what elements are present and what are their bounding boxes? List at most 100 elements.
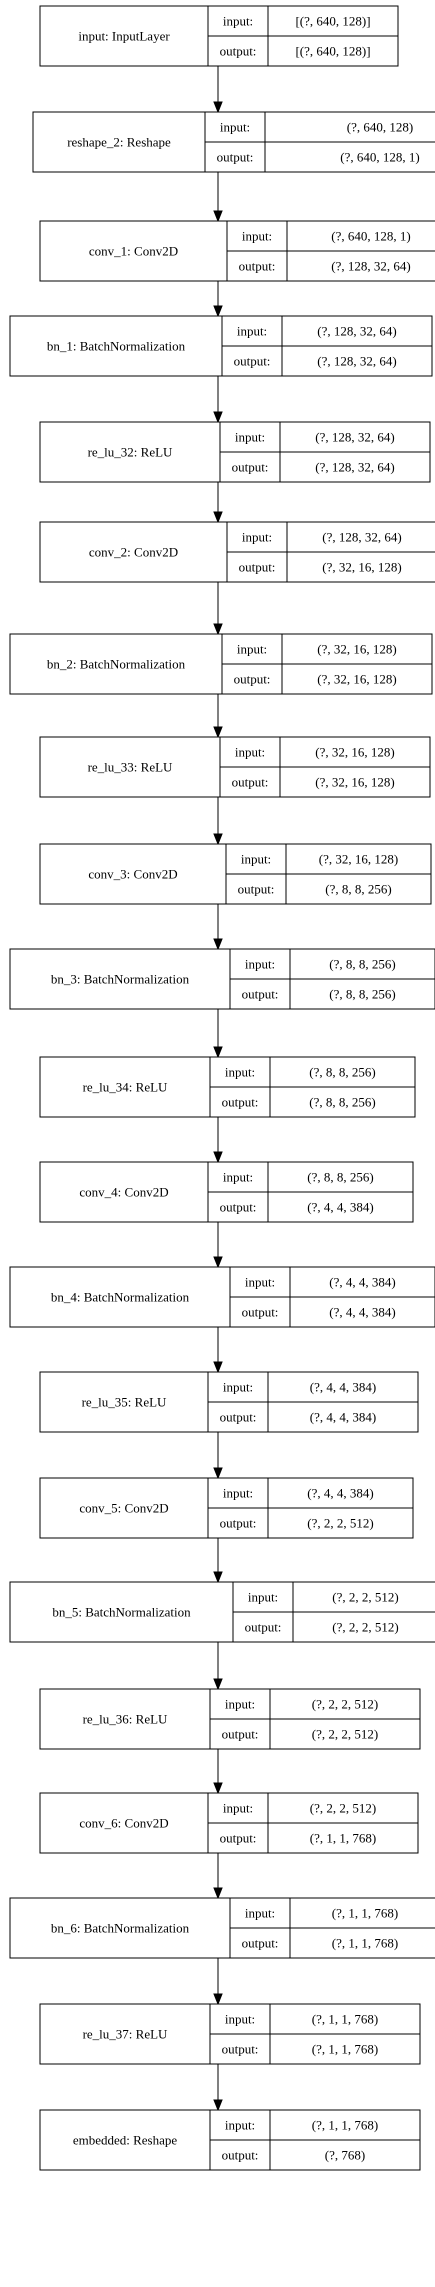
layer-name: re_lu_36: ReLU bbox=[83, 1712, 168, 1727]
input-shape: (?, 128, 32, 64) bbox=[322, 530, 401, 545]
arrowhead-icon bbox=[213, 101, 223, 114]
input-shape: (?, 4, 4, 384) bbox=[307, 1486, 373, 1501]
layer-node: bn_3: BatchNormalization input: output: (?,… bbox=[9, 948, 435, 1010]
input-shape: (?, 2, 2, 512) bbox=[332, 1590, 398, 1605]
edge-arrow bbox=[213, 1538, 223, 1584]
edge-arrow bbox=[213, 1432, 223, 1480]
arrowhead-icon bbox=[213, 623, 223, 636]
arrowhead-icon bbox=[213, 833, 223, 846]
output-shape: (?, 768) bbox=[325, 2148, 365, 2163]
input-shape: (?, 8, 8, 256) bbox=[307, 1170, 373, 1185]
arrowhead-icon bbox=[213, 1467, 223, 1480]
output-shape: (?, 8, 8, 256) bbox=[329, 987, 395, 1002]
output-label: output: bbox=[217, 150, 254, 165]
arrowhead-icon bbox=[213, 1361, 223, 1374]
layer-node: bn_1: BatchNormalization input: output: (?,… bbox=[9, 315, 433, 377]
edge-arrow bbox=[213, 582, 223, 636]
input-shape: (?, 1, 1, 768) bbox=[312, 2012, 378, 2027]
layer-node: re_lu_37: ReLU input: output: (?, 1, 1, 768… bbox=[39, 2003, 421, 2065]
input-label: input: bbox=[245, 957, 275, 972]
output-label: output: bbox=[220, 1200, 257, 1215]
edge-arrow bbox=[213, 376, 223, 424]
arrowhead-icon bbox=[213, 1151, 223, 1164]
output-label: output: bbox=[242, 1305, 279, 1320]
arrowhead-icon bbox=[213, 1887, 223, 1900]
edge-arrow bbox=[213, 1222, 223, 1269]
input-label: input: bbox=[225, 2012, 255, 2027]
output-label: output: bbox=[239, 560, 276, 575]
layer-name: bn_3: BatchNormalization bbox=[51, 972, 190, 987]
output-shape: [(?, 640, 128)] bbox=[295, 44, 370, 59]
arrowhead-icon bbox=[213, 511, 223, 524]
input-label: input: bbox=[235, 745, 265, 760]
output-label: output: bbox=[222, 2148, 259, 2163]
arrowhead-icon bbox=[213, 938, 223, 951]
layer-name: re_lu_32: ReLU bbox=[88, 445, 173, 460]
output-shape: (?, 32, 16, 128) bbox=[317, 672, 396, 687]
input-label: input: bbox=[235, 430, 265, 445]
layer-name: conv_2: Conv2D bbox=[89, 545, 178, 560]
output-shape: (?, 2, 2, 512) bbox=[312, 1727, 378, 1742]
output-label: output: bbox=[238, 882, 275, 897]
layer-name: embedded: Reshape bbox=[73, 2133, 178, 2148]
output-label: output: bbox=[234, 354, 271, 369]
arrowhead-icon bbox=[213, 726, 223, 739]
arrowhead-icon bbox=[213, 1571, 223, 1584]
output-label: output: bbox=[245, 1620, 282, 1635]
output-shape: (?, 4, 4, 384) bbox=[307, 1200, 373, 1215]
input-shape: (?, 128, 32, 64) bbox=[317, 324, 396, 339]
layer-name: bn_1: BatchNormalization bbox=[47, 339, 186, 354]
output-label: output: bbox=[232, 775, 269, 790]
input-shape: (?, 128, 32, 64) bbox=[315, 430, 394, 445]
input-label: input: bbox=[225, 1697, 255, 1712]
layer-name: re_lu_37: ReLU bbox=[83, 2027, 168, 2042]
input-shape: (?, 32, 16, 128) bbox=[319, 852, 398, 867]
edge-arrow bbox=[213, 66, 223, 114]
edge-arrow bbox=[213, 172, 223, 223]
arrowhead-icon bbox=[213, 1782, 223, 1795]
output-shape: (?, 8, 8, 256) bbox=[325, 882, 391, 897]
output-shape: (?, 1, 1, 768) bbox=[310, 1831, 376, 1846]
output-label: output: bbox=[242, 1936, 279, 1951]
input-shape: (?, 4, 4, 384) bbox=[329, 1275, 395, 1290]
arrowhead-icon bbox=[213, 1256, 223, 1269]
input-shape: (?, 8, 8, 256) bbox=[329, 957, 395, 972]
input-label: input: bbox=[242, 229, 272, 244]
layer-name: conv_1: Conv2D bbox=[89, 244, 178, 259]
input-shape: (?, 32, 16, 128) bbox=[315, 745, 394, 760]
edge-arrow bbox=[213, 797, 223, 846]
output-shape: (?, 128, 32, 64) bbox=[331, 259, 410, 274]
layer-name: conv_4: Conv2D bbox=[79, 1185, 168, 1200]
layer-node: bn_4: BatchNormalizationinput:output:(?,… bbox=[9, 1266, 435, 1328]
output-label: output: bbox=[220, 1516, 257, 1531]
edge-arrow bbox=[213, 1327, 223, 1374]
input-shape: (?, 1, 1, 768) bbox=[312, 2118, 378, 2133]
output-shape: (?, 32, 16, 128) bbox=[322, 560, 401, 575]
output-label: output: bbox=[242, 987, 279, 1002]
output-label: output: bbox=[222, 2042, 259, 2057]
layer-name: bn_2: BatchNormalization bbox=[47, 657, 186, 672]
layer-name: input: InputLayer bbox=[78, 29, 170, 44]
layer-name: conv_5: Conv2D bbox=[79, 1501, 168, 1516]
output-label: output: bbox=[239, 259, 276, 274]
arrowhead-icon bbox=[213, 1046, 223, 1059]
edge-arrow bbox=[213, 1117, 223, 1164]
output-shape: (?, 8, 8, 256) bbox=[309, 1095, 375, 1110]
arrowhead-icon bbox=[213, 210, 223, 223]
arrowhead-icon bbox=[213, 305, 223, 318]
layer-name: bn_4: BatchNormalization bbox=[51, 1290, 190, 1305]
edge-arrow bbox=[213, 1642, 223, 1691]
edge-arrow bbox=[213, 281, 223, 318]
edge-arrow bbox=[213, 1749, 223, 1795]
output-shape: (?, 32, 16, 128) bbox=[315, 775, 394, 790]
input-label: input: bbox=[237, 324, 267, 339]
input-label: input: bbox=[220, 120, 250, 135]
